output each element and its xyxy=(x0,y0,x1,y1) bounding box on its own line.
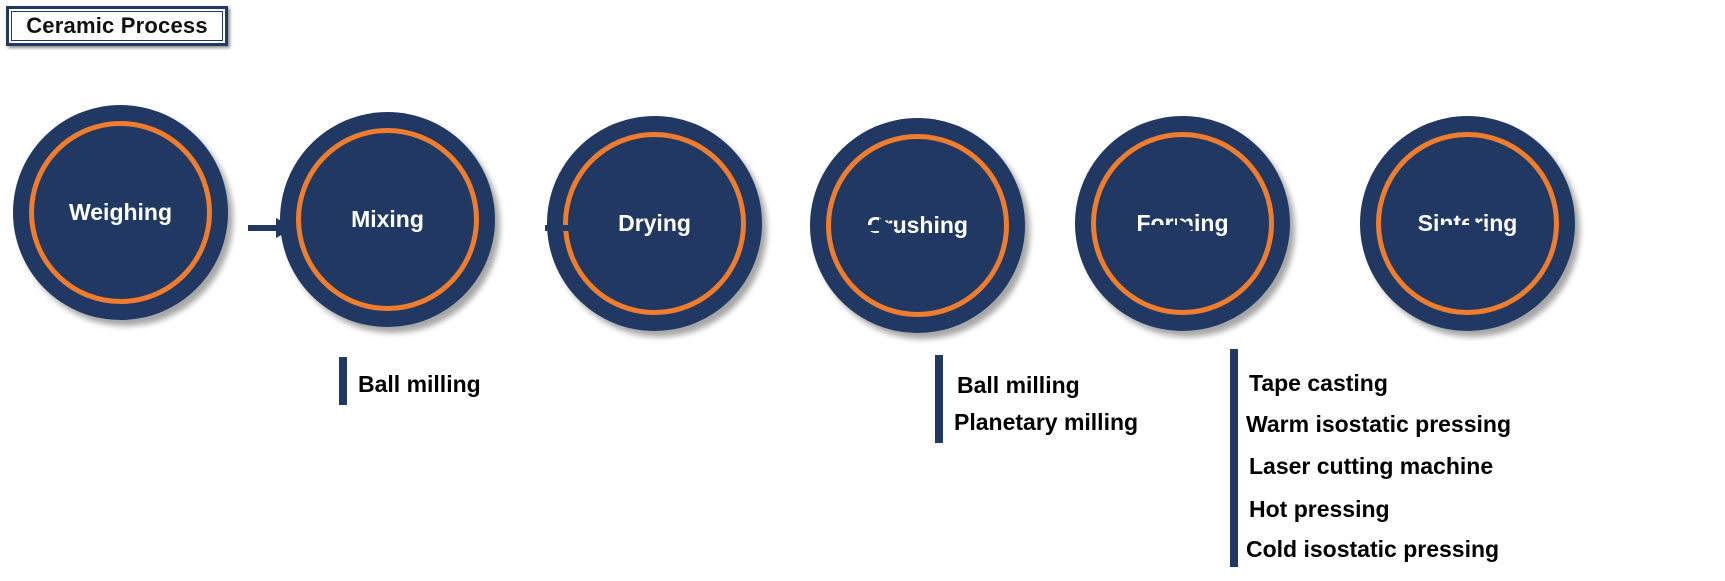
step-mixing: Mixing xyxy=(280,112,495,327)
method-item: Ball milling xyxy=(957,372,1080,398)
right-arrow-icon xyxy=(1149,218,1195,238)
method-item: Planetary milling xyxy=(954,409,1139,435)
step-ring xyxy=(1376,132,1559,315)
step-crushing: Crushing xyxy=(810,118,1025,333)
title-box: Ceramic Process xyxy=(6,6,228,46)
method-bar xyxy=(935,355,943,443)
step-ring xyxy=(1091,132,1274,315)
right-arrow-icon xyxy=(1441,218,1487,238)
method-bar xyxy=(339,357,347,405)
method-group-crushing: Ball milling Planetary milling xyxy=(935,355,1165,443)
method-group-forming: Tape casting Warm isostatic pressing Las… xyxy=(1230,349,1530,567)
step-label-crushing: Crushing xyxy=(867,212,968,238)
method-item: Tape casting xyxy=(1249,370,1388,396)
method-item: Ball milling xyxy=(358,371,481,397)
method-group-mixing: Ball milling xyxy=(339,357,519,405)
step-ring xyxy=(826,134,1009,317)
step-label-drying: Drying xyxy=(618,210,691,236)
step-label-mixing: Mixing xyxy=(351,206,424,232)
step-ring xyxy=(29,121,212,304)
right-arrow-icon xyxy=(545,218,591,238)
method-bar xyxy=(1230,349,1238,567)
step-weighing: Weighing xyxy=(13,105,228,320)
right-arrow-icon xyxy=(851,218,897,238)
step-sintering: Sintering xyxy=(1360,116,1575,331)
step-forming: Forming xyxy=(1075,116,1290,331)
method-item: Warm isostatic pressing xyxy=(1246,411,1512,437)
step-label-sintering: Sintering xyxy=(1417,210,1518,236)
method-item: Laser cutting machine xyxy=(1249,453,1494,479)
step-label-weighing: Weighing xyxy=(68,199,173,225)
method-item: Cold isostatic pressing xyxy=(1246,536,1500,562)
step-ring xyxy=(563,132,746,315)
right-arrow-icon xyxy=(248,218,294,238)
step-ring xyxy=(296,128,479,311)
diagram-title: Ceramic Process xyxy=(26,13,208,38)
method-item: Hot pressing xyxy=(1249,496,1390,522)
